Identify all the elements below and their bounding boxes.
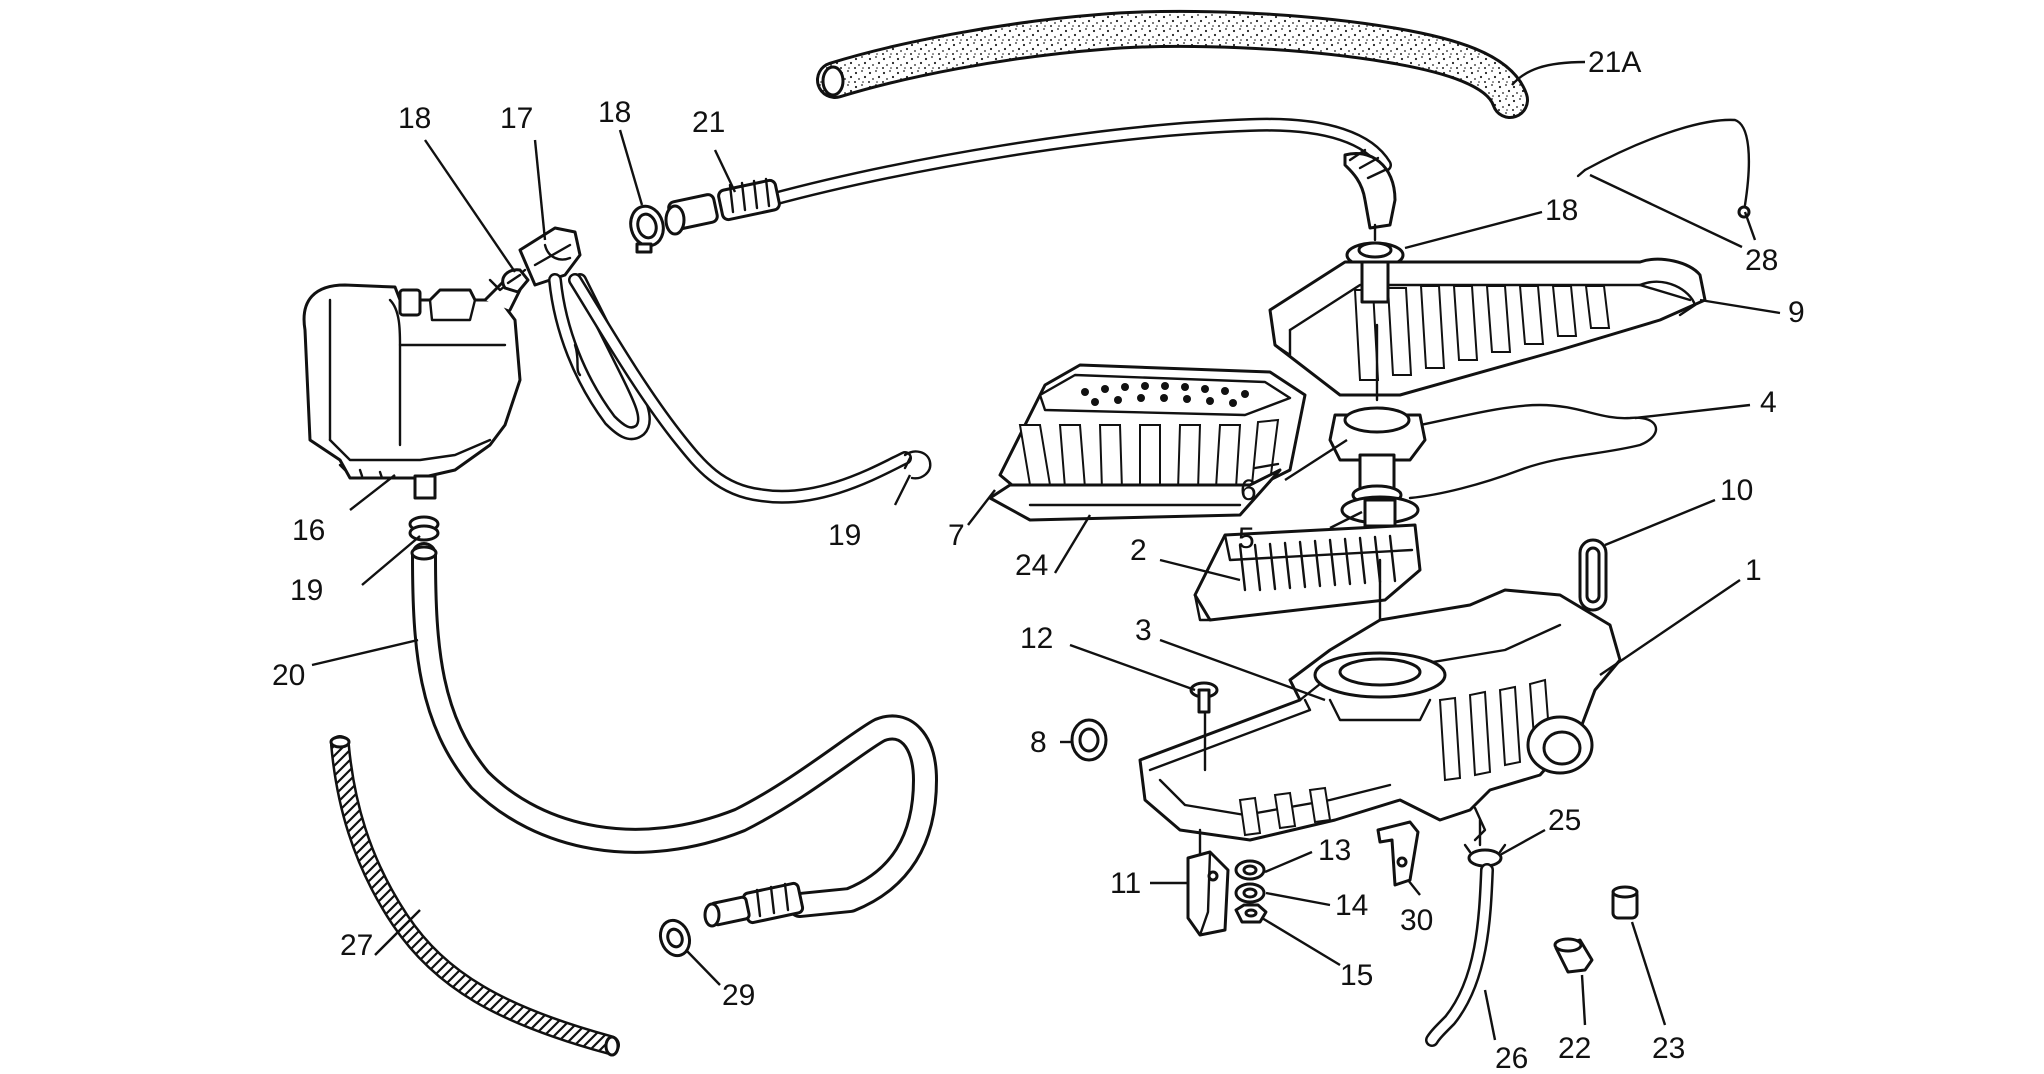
airbox-lid-9	[1268, 257, 1707, 397]
airbox-base-1	[1138, 588, 1622, 887]
clamp-18-left	[501, 268, 530, 294]
callout-22: 22	[1558, 1032, 1591, 1065]
callout-6: 6	[1240, 474, 1257, 507]
callout-10: 10	[1720, 474, 1753, 507]
gasket-24	[988, 462, 1282, 522]
callout-19-left: 19	[290, 574, 323, 607]
filter-cover-7	[998, 363, 1307, 502]
callout-7: 7	[948, 519, 965, 552]
callout-8: 8	[1030, 726, 1047, 759]
callout-18-left: 18	[398, 102, 431, 135]
washer-13	[1234, 859, 1266, 881]
vent-hoses	[488, 268, 912, 504]
callout-21a: 21A	[1588, 46, 1641, 79]
callout-24: 24	[1015, 549, 1048, 582]
callout-30: 30	[1400, 904, 1433, 937]
clamp-18-middle	[629, 204, 665, 254]
callout-16: 16	[292, 514, 325, 547]
clip-19-left	[408, 515, 440, 542]
screw-12	[1189, 681, 1219, 772]
wire-clip-28	[1576, 118, 1751, 219]
leader-lines	[311, 60, 1781, 1041]
callout-12: 12	[1020, 622, 1053, 655]
clip-19-right	[903, 450, 932, 480]
callout-20: 20	[272, 659, 305, 692]
drain-hose-26	[1425, 863, 1494, 1047]
callout-27: 27	[340, 929, 373, 962]
oil-tank-16	[302, 278, 522, 500]
callout-17: 17	[500, 102, 533, 135]
union-5	[1340, 495, 1420, 528]
o-ring-10	[1578, 538, 1608, 612]
nut-15	[1234, 903, 1268, 924]
breather-hose-21	[664, 117, 1397, 236]
gasket-4	[1393, 403, 1658, 500]
washer-14	[1234, 882, 1266, 904]
callout-9: 9	[1788, 296, 1805, 329]
braided-hose-27	[329, 735, 620, 1057]
callout-21: 21	[692, 106, 725, 139]
callout-5: 5	[1238, 522, 1255, 555]
callout-11: 11	[1110, 867, 1141, 900]
cap-22	[1553, 937, 1594, 974]
callout-3: 3	[1135, 614, 1152, 647]
callout-1: 1	[1745, 554, 1762, 587]
oil-hose-20	[410, 542, 938, 928]
callout-13: 13	[1318, 834, 1351, 867]
clamp-25	[1463, 843, 1507, 868]
air-filter-2	[1193, 523, 1422, 622]
callout-28: 28	[1745, 244, 1778, 277]
callout-14: 14	[1335, 889, 1368, 922]
callout-18-right: 18	[1545, 194, 1578, 227]
fitting-29	[658, 918, 692, 958]
valve-17	[518, 226, 582, 287]
callout-15: 15	[1340, 959, 1373, 992]
callout-25: 25	[1548, 804, 1581, 837]
hose-21a	[816, 9, 1529, 119]
callout-4: 4	[1760, 386, 1777, 419]
callout-23: 23	[1652, 1032, 1685, 1065]
callout-19-right: 19	[828, 519, 861, 552]
bracket-30	[1376, 820, 1420, 887]
washer-8	[1070, 718, 1108, 762]
callout-2: 2	[1130, 534, 1147, 567]
callout-labels: 21A 18 17 18 21 18 28 9 4 6 10 16 19 19 …	[272, 46, 1805, 1074]
callout-18-middle: 18	[598, 96, 631, 129]
cap-23	[1611, 885, 1639, 920]
callout-29: 29	[722, 979, 755, 1012]
bracket-11	[1186, 850, 1230, 937]
callout-26: 26	[1495, 1042, 1528, 1074]
